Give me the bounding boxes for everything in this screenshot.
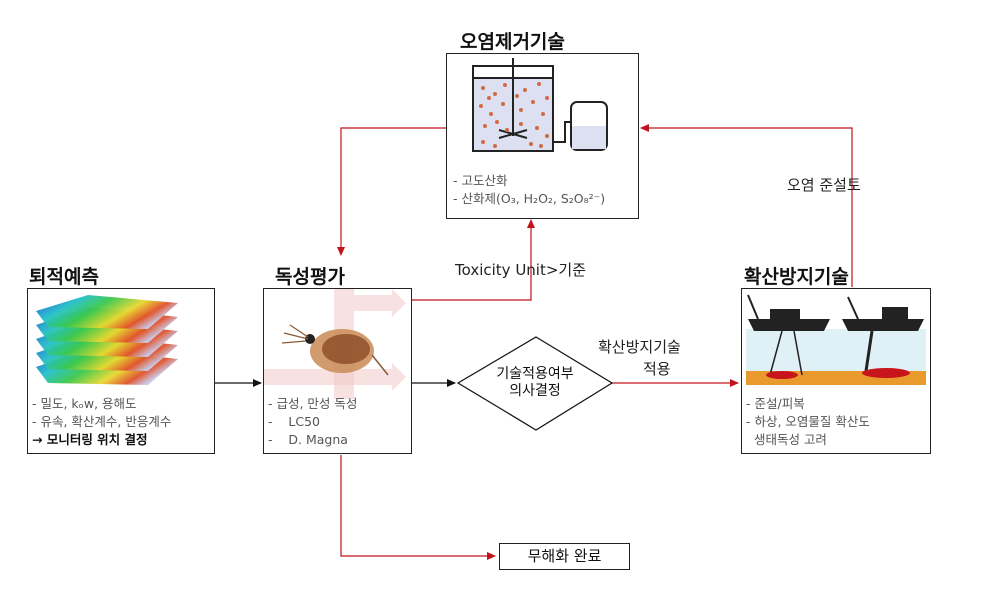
toxicity-box: - 급성, 만성 독성 - LC50 - D. Magna xyxy=(263,288,412,454)
sediment-layers-illustration xyxy=(36,295,178,385)
toxicity-note-2: - LC50 xyxy=(268,414,321,429)
decision-diamond xyxy=(456,336,614,431)
prediction-title: 퇴적예측 xyxy=(29,266,99,288)
toxicity-title: 독성평가 xyxy=(275,266,345,288)
toxicity-note-3: - D. Magna xyxy=(268,432,348,447)
removal-box: - 고도산화 - 산화제(O₃, H₂O₂, S₂O₈²⁻) xyxy=(446,53,639,219)
diffusion-note-2: - 하상, 오염물질 확산도 xyxy=(746,414,870,429)
harmless-label: 무해화 완료 xyxy=(527,547,602,565)
removal-note-1: - 고도산화 xyxy=(453,173,508,188)
dredging-ships-illustration xyxy=(746,294,926,385)
diffusion-box: - 준설/피복 - 하상, 오염물질 확산도 생태독성 고려 xyxy=(741,288,931,454)
decision-label: 기술적용여부 의사결정 xyxy=(458,366,612,400)
dredged-soil-label: 오염 준설토 xyxy=(787,176,861,194)
diffusion-note-1: - 준설/피복 xyxy=(746,396,805,411)
arrow-removal-to-toxicity xyxy=(337,127,446,256)
apply-label-line2: 적용 xyxy=(643,360,671,378)
prediction-emphasis: → 모니터링 위치 결정 xyxy=(32,432,148,447)
apply-label-line1: 확산방지기술 xyxy=(598,338,681,356)
daphnia-illustration xyxy=(264,289,406,399)
decision-label-line2: 의사결정 xyxy=(509,383,561,399)
removal-title: 오염제거기술 xyxy=(460,31,565,53)
toxicity-note-1: - 급성, 만성 독성 xyxy=(268,396,358,411)
reactor-illustration xyxy=(472,58,608,152)
decision-label-line1: 기술적용여부 xyxy=(496,366,574,382)
diffusion-note-3: 생태독성 고려 xyxy=(746,432,827,447)
toxicity-unit-label: Toxicity Unit>기준 xyxy=(455,261,587,279)
removal-note-2: - 산화제(O₃, H₂O₂, S₂O₈²⁻) xyxy=(453,191,606,206)
harmless-box: 무해화 완료 xyxy=(499,543,630,570)
arrow-toxicity-to-removal xyxy=(405,219,535,301)
diffusion-title: 확산방지기술 xyxy=(744,266,849,288)
arrow-toxicity-to-harmless xyxy=(340,455,496,560)
prediction-box: - 밀도, kₒw, 용해도 - 유속, 확산계수, 반응계수 → 모니터링 위… xyxy=(27,288,215,454)
prediction-note-1: - 밀도, kₒw, 용해도 xyxy=(32,396,137,411)
arrow-diffusion-to-removal xyxy=(640,124,853,287)
prediction-note-2: - 유속, 확산계수, 반응계수 xyxy=(32,414,172,429)
